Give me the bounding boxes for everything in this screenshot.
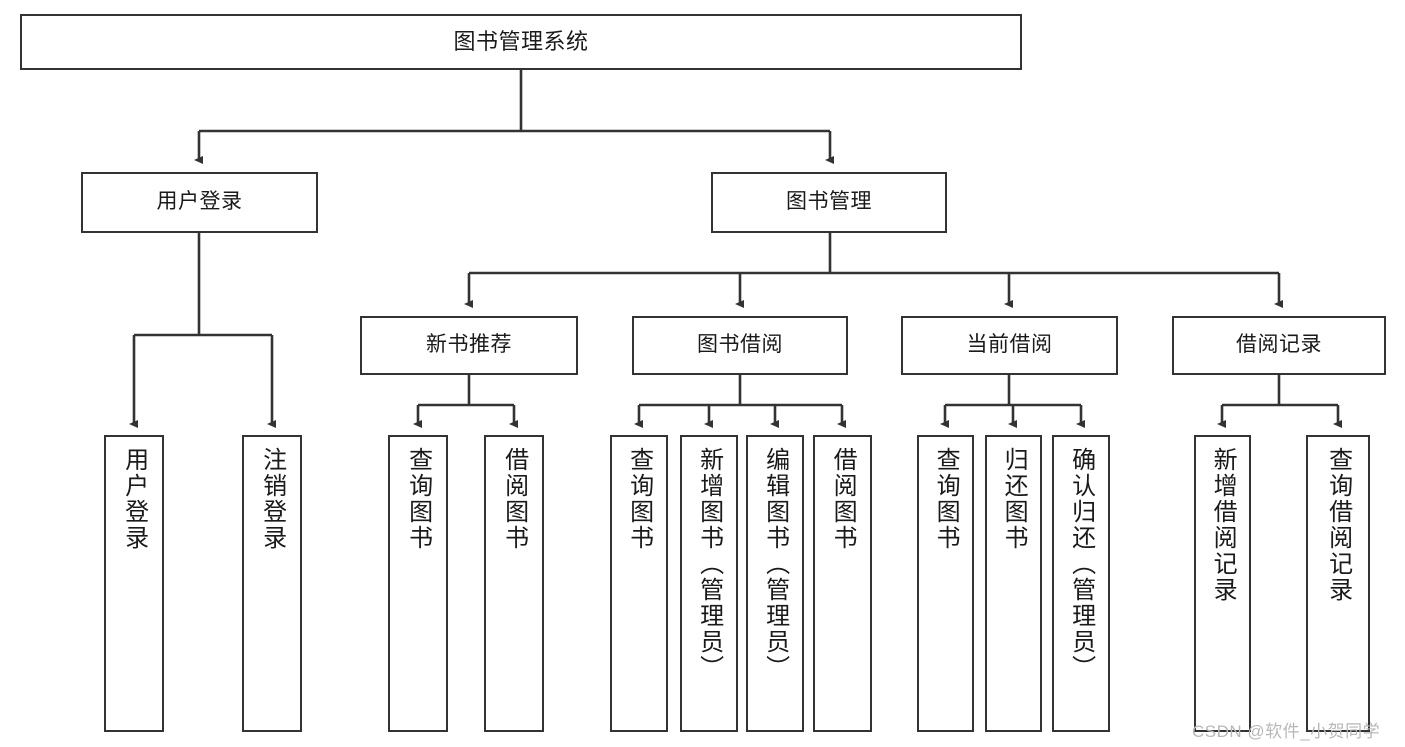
node-leaf-query-record[interactable]: 查询借阅记录 [1306, 435, 1370, 732]
node-leaf-query-book-cur-label: 查询图书 [932, 447, 960, 551]
node-leaf-borrow-book-rec[interactable]: 借阅图书 [484, 435, 544, 732]
node-leaf-add-record[interactable]: 新增借阅记录 [1194, 435, 1251, 732]
node-user-login[interactable]: 用户登录 [81, 172, 318, 233]
node-leaf-query-book-label: 查询图书 [625, 447, 653, 551]
node-leaf-logout-label: 注销登录 [258, 447, 286, 551]
node-leaf-query-book-rec-label: 查询图书 [404, 447, 432, 551]
node-book-manage[interactable]: 图书管理 [711, 172, 947, 233]
node-leaf-return-book-label: 归还图书 [1000, 447, 1028, 551]
node-leaf-query-record-label: 查询借阅记录 [1324, 447, 1352, 603]
node-leaf-confirm-return[interactable]: 确认归还（管理员） [1052, 435, 1110, 732]
node-current-borrow-label: 当前借阅 [966, 333, 1053, 357]
node-current-borrow[interactable]: 当前借阅 [901, 316, 1118, 375]
node-new-book-rec-label: 新书推荐 [426, 333, 512, 357]
node-leaf-query-book[interactable]: 查询图书 [610, 435, 668, 732]
node-leaf-return-book[interactable]: 归还图书 [985, 435, 1042, 732]
node-user-login-label: 用户登录 [156, 190, 243, 214]
node-leaf-add-book[interactable]: 新增图书（管理员） [680, 435, 738, 732]
node-new-book-rec[interactable]: 新书推荐 [360, 316, 578, 375]
node-root[interactable]: 图书管理系统 [20, 14, 1022, 70]
node-book-borrow[interactable]: 图书借阅 [632, 316, 848, 375]
node-borrow-record-label: 借阅记录 [1236, 333, 1322, 357]
node-leaf-edit-book[interactable]: 编辑图书（管理员） [746, 435, 804, 732]
node-leaf-logout[interactable]: 注销登录 [242, 435, 302, 732]
node-leaf-confirm-return-label: 确认归还（管理员） [1067, 447, 1095, 681]
node-leaf-add-record-label: 新增借阅记录 [1209, 447, 1237, 603]
node-leaf-query-book-cur[interactable]: 查询图书 [917, 435, 974, 732]
node-leaf-edit-book-label: 编辑图书（管理员） [761, 447, 789, 681]
node-leaf-query-book-rec[interactable]: 查询图书 [388, 435, 448, 732]
node-leaf-add-book-label: 新增图书（管理员） [695, 447, 723, 681]
node-book-borrow-label: 图书借阅 [697, 333, 783, 357]
node-root-label: 图书管理系统 [453, 29, 589, 55]
node-leaf-borrow-book-label: 借阅图书 [829, 447, 857, 551]
node-leaf-user-login[interactable]: 用户登录 [104, 435, 164, 732]
csdn-watermark: CSDN @软件_小贺同学 [1192, 722, 1381, 741]
node-leaf-user-login-label: 用户登录 [120, 447, 148, 551]
node-book-manage-label: 图书管理 [786, 190, 872, 214]
node-leaf-borrow-book-rec-label: 借阅图书 [500, 447, 528, 551]
node-borrow-record[interactable]: 借阅记录 [1172, 316, 1386, 375]
node-leaf-borrow-book[interactable]: 借阅图书 [813, 435, 872, 732]
